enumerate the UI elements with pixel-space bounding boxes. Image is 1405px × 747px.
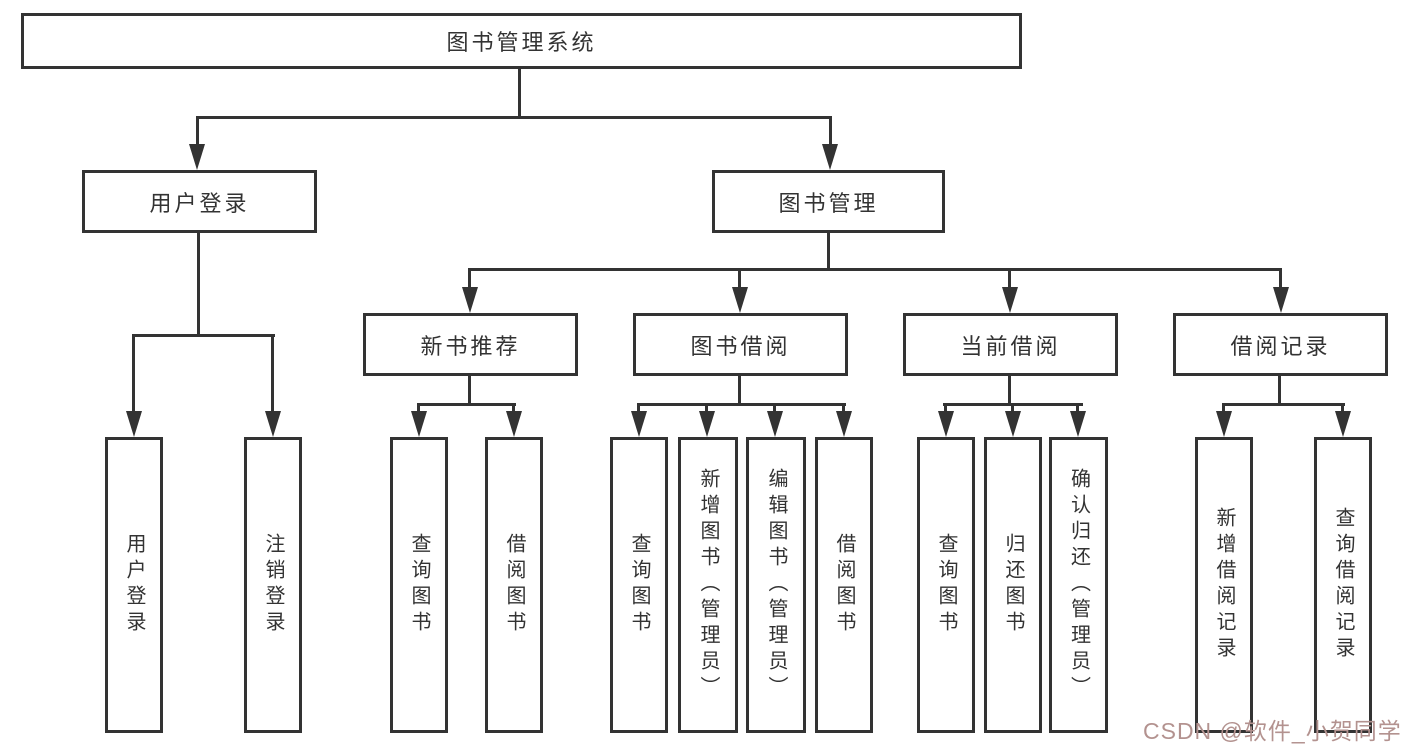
arrow-down-icon <box>699 411 715 437</box>
arrow-down-icon <box>732 287 748 313</box>
leaf-logout: 注销登录 <box>244 437 302 733</box>
leaf-query-books-current: 查询图书 <box>917 437 975 733</box>
leaf-label: 查询图书 <box>935 533 957 637</box>
connector-stem <box>132 334 135 414</box>
connector-stem <box>705 403 708 414</box>
arrow-down-icon <box>126 411 142 437</box>
node-book-borrow: 图书借阅 <box>633 313 848 376</box>
arrow-down-icon <box>1273 287 1289 313</box>
connector-trunk <box>468 376 471 406</box>
leaf-label: 查询借阅记录 <box>1332 507 1354 663</box>
leaf-label: 借阅图书 <box>833 533 855 637</box>
arrow-down-icon <box>836 411 852 437</box>
arrow-down-icon <box>1002 287 1018 313</box>
arrow-down-icon <box>1005 411 1021 437</box>
leaf-borrow-books-2: 借阅图书 <box>815 437 873 733</box>
watermark: CSDN @软件_小贺同学 <box>1143 718 1402 744</box>
leaf-label: 借阅图书 <box>503 533 525 637</box>
connector-user-login-hbar <box>132 334 275 337</box>
leaf-edit-book-admin: 编辑图书（管理员） <box>746 437 806 733</box>
connector-stem <box>468 268 471 290</box>
connector-trunk <box>1008 376 1011 406</box>
connector-user-login-trunk <box>197 233 200 337</box>
connector-stem <box>829 116 832 146</box>
connector-hbar <box>637 403 846 406</box>
connector-stem <box>1008 268 1011 290</box>
node-new-book-recommend: 新书推荐 <box>363 313 578 376</box>
leaf-label: 注销登录 <box>262 533 284 637</box>
connector-trunk <box>1278 376 1281 406</box>
arrow-down-icon <box>411 411 427 437</box>
arrow-down-icon <box>1335 411 1351 437</box>
leaf-label: 新增图书（管理员） <box>697 468 719 702</box>
arrow-down-icon <box>1216 411 1232 437</box>
leaf-label: 编辑图书（管理员） <box>765 468 787 702</box>
leaf-label: 新增借阅记录 <box>1213 507 1235 663</box>
connector-trunk <box>738 376 741 406</box>
arrow-down-icon <box>938 411 954 437</box>
connector-book-mgmt-hbar <box>468 268 1282 271</box>
connector-stem <box>738 268 741 290</box>
leaf-label: 用户登录 <box>123 533 145 637</box>
connector-stem <box>512 403 515 414</box>
arrow-down-icon <box>506 411 522 437</box>
arrow-down-icon <box>189 144 205 170</box>
connector-stem <box>417 403 420 414</box>
leaf-return-book: 归还图书 <box>984 437 1042 733</box>
leaf-user-login: 用户登录 <box>105 437 163 733</box>
connector-stem <box>1279 268 1282 290</box>
arrow-down-icon <box>822 144 838 170</box>
connector-stem <box>1222 403 1225 414</box>
node-book-management: 图书管理 <box>712 170 945 233</box>
connector-root-trunk <box>518 68 521 118</box>
leaf-label: 确认归还（管理员） <box>1067 468 1090 702</box>
connector-stem <box>842 403 845 414</box>
connector-root-hbar <box>196 116 832 119</box>
node-user-login: 用户登录 <box>82 170 317 233</box>
leaf-add-borrow-record: 新增借阅记录 <box>1195 437 1253 733</box>
connector-stem <box>637 403 640 414</box>
connector-hbar <box>1222 403 1345 406</box>
leaf-query-books-recommend: 查询图书 <box>390 437 448 733</box>
connector-stem <box>271 334 274 414</box>
connector-stem <box>1076 403 1079 414</box>
leaf-add-book-admin: 新增图书（管理员） <box>678 437 738 733</box>
leaf-confirm-return-admin: 确认归还（管理员） <box>1049 437 1108 733</box>
leaf-query-books-borrow: 查询图书 <box>610 437 668 733</box>
node-root: 图书管理系统 <box>21 13 1022 69</box>
node-borrow-records: 借阅记录 <box>1173 313 1388 376</box>
connector-book-mgmt-trunk <box>827 233 830 271</box>
arrow-down-icon <box>631 411 647 437</box>
leaf-borrow-books-recommend: 借阅图书 <box>485 437 543 733</box>
arrow-down-icon <box>1070 411 1086 437</box>
connector-stem <box>944 403 947 414</box>
leaf-label: 查询图书 <box>628 533 650 637</box>
arrow-down-icon <box>767 411 783 437</box>
arrow-down-icon <box>265 411 281 437</box>
leaf-label: 归还图书 <box>1002 533 1024 637</box>
connector-stem <box>196 116 199 146</box>
connector-hbar <box>417 403 516 406</box>
leaf-label: 查询图书 <box>408 533 430 637</box>
node-current-borrow: 当前借阅 <box>903 313 1118 376</box>
connector-stem <box>1341 403 1344 414</box>
connector-stem <box>773 403 776 414</box>
connector-stem <box>1011 403 1014 414</box>
arrow-down-icon <box>462 287 478 313</box>
leaf-query-borrow-record: 查询借阅记录 <box>1314 437 1372 733</box>
